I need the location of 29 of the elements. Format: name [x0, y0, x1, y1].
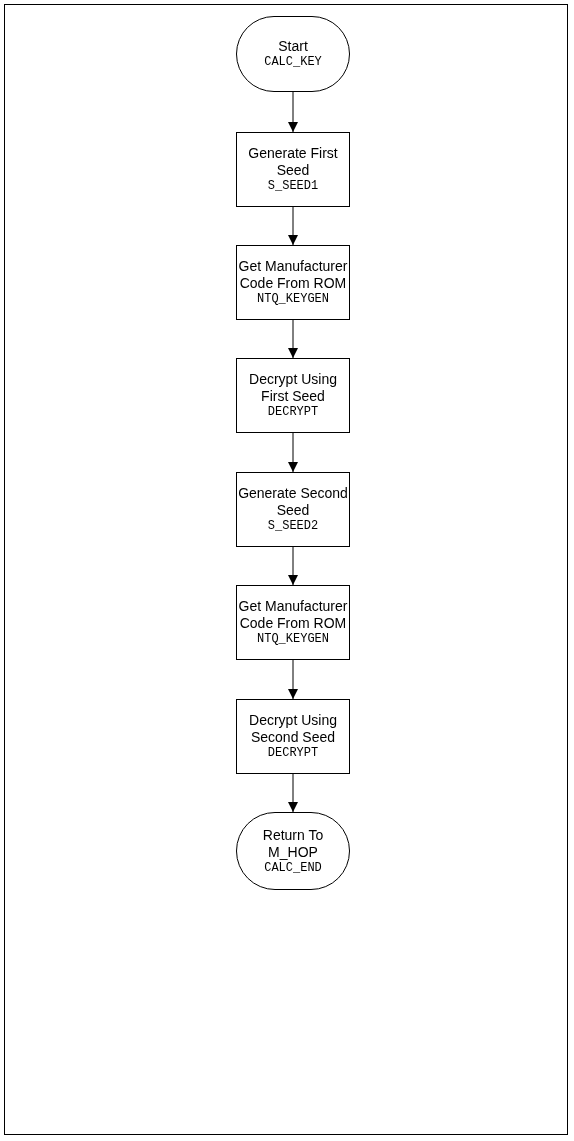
arrow	[288, 773, 298, 813]
process-box	[236, 245, 350, 320]
routine-name: DECRYPT	[267, 746, 319, 761]
arrow	[288, 206, 298, 246]
step-label: Get Manufacturer Code From ROM	[237, 258, 349, 292]
routine-name: CALC_END	[264, 860, 322, 876]
routine-name: S_SEED2	[267, 519, 319, 534]
step-label: Decrypt Using Second Seed	[248, 712, 338, 746]
routine-name: S_SEED1	[267, 179, 319, 194]
process-box	[236, 699, 350, 774]
step-label: Return To M_HOP	[261, 826, 325, 861]
step-label: Generate First Seed	[247, 145, 339, 179]
arrow	[288, 546, 298, 586]
step-label: Start	[278, 38, 308, 55]
process-box	[236, 358, 350, 433]
step-label: Get Manufacturer Code From ROM	[237, 598, 349, 632]
arrow	[288, 91, 298, 133]
step-label: Generate Second Seed	[237, 485, 349, 519]
routine-name: NTQ_KEYGEN	[257, 292, 329, 307]
arrow	[288, 432, 298, 473]
routine-name: DECRYPT	[267, 405, 319, 420]
routine-name: CALC_KEY	[264, 55, 322, 70]
routine-name: NTQ_KEYGEN	[257, 632, 329, 647]
arrow	[288, 319, 298, 359]
process-box	[236, 132, 350, 207]
process-box	[236, 472, 350, 547]
step-label: Decrypt Using First Seed	[248, 371, 338, 405]
process-box	[236, 585, 350, 660]
arrow	[288, 659, 298, 700]
